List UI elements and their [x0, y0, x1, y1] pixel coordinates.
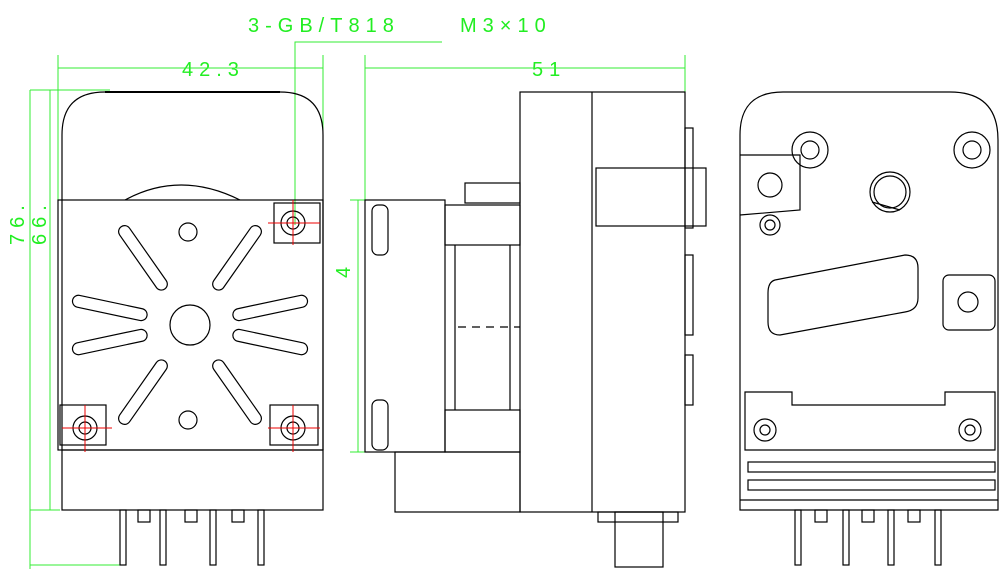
terminal-blade	[71, 294, 148, 322]
rear-view	[739, 91, 999, 566]
terminal-blade	[232, 294, 309, 322]
terminal-blade	[71, 328, 148, 356]
dim-plate-offset: 4	[333, 261, 355, 278]
base-plate	[57, 199, 324, 451]
terminal-blade	[118, 359, 168, 425]
dim-width-side: 51	[532, 59, 566, 81]
label-window	[767, 254, 919, 336]
center-hole	[169, 304, 211, 346]
screw-spec-label: 3-GB/T818	[248, 15, 400, 37]
side-view	[364, 91, 707, 568]
adjust-dial	[869, 171, 911, 213]
mount-hole-bottom-left	[59, 404, 112, 452]
mount-hole-bottom-right	[268, 404, 320, 452]
terminal-blade	[212, 225, 262, 291]
terminal-blade	[232, 328, 309, 356]
dim-width-left: 42.3	[182, 59, 245, 81]
screw-head	[178, 410, 198, 430]
front-view	[57, 91, 324, 566]
pins-left	[119, 509, 265, 566]
screw-head	[178, 222, 198, 242]
dim-height-body: 66.	[29, 199, 51, 245]
mount-hole-top-right	[268, 200, 321, 245]
terminal-blade	[212, 359, 262, 425]
dim-height-total: 76.	[7, 199, 29, 245]
screw-size-label: M3×10	[460, 15, 552, 37]
terminal-blade	[118, 225, 168, 291]
